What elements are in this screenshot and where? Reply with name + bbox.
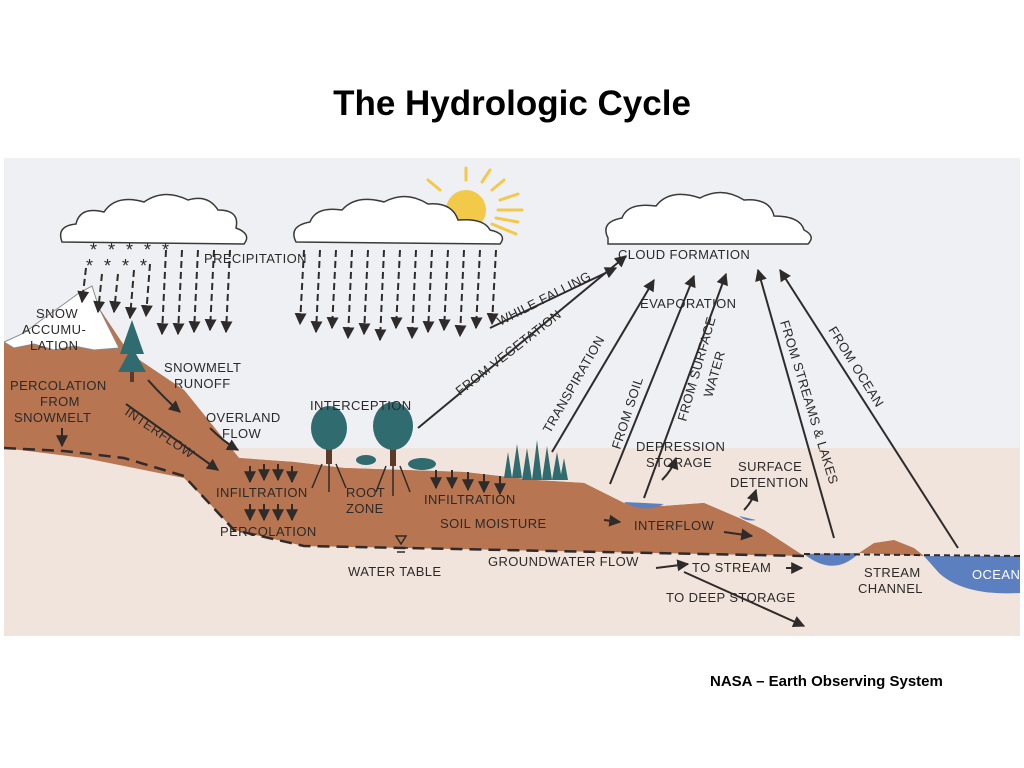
percolation-from-snowmelt-label: FROM bbox=[40, 394, 80, 409]
accumulation-label: LATION bbox=[30, 338, 78, 353]
svg-text:*: * bbox=[126, 240, 133, 260]
svg-text:*: * bbox=[144, 240, 151, 260]
cloud-formation-label: CLOUD FORMATION bbox=[618, 247, 750, 262]
hydrologic-cycle-diagram: * * * * * * * * * bbox=[4, 158, 1020, 636]
ocean-label: OCEAN bbox=[972, 567, 1020, 582]
ocean-water bbox=[924, 556, 1020, 594]
accumulation-label: ACCUMU- bbox=[22, 322, 86, 337]
detention-water bbox=[739, 516, 756, 521]
cloud-icon bbox=[293, 195, 504, 245]
groundwater-flow-label: GROUNDWATER FLOW bbox=[488, 554, 639, 569]
snow-label: SNOW bbox=[36, 306, 78, 321]
snow-cap bbox=[4, 285, 120, 351]
percolation-from-snowmelt-label: PERCOLATION bbox=[10, 378, 107, 393]
depression-storage-label: STORAGE bbox=[646, 455, 712, 470]
interception-label: INTERCEPTION bbox=[310, 398, 412, 413]
overland-flow-label: FLOW bbox=[222, 426, 261, 441]
svg-text:*: * bbox=[140, 256, 147, 276]
svg-text:*: * bbox=[122, 256, 129, 276]
water-table-label: WATER TABLE bbox=[348, 564, 442, 579]
surface-detention-label: DETENTION bbox=[730, 475, 809, 490]
percolation-label: PERCOLATION bbox=[220, 524, 317, 539]
surface-detention-label: SURFACE bbox=[738, 459, 802, 474]
deciduous-tree-icon bbox=[311, 406, 347, 492]
water-table-line bbox=[4, 446, 805, 558]
shrubs-icon bbox=[356, 455, 436, 470]
svg-text:*: * bbox=[86, 256, 93, 276]
cloud-icon bbox=[605, 191, 812, 245]
crop-icon bbox=[504, 440, 568, 480]
flow-arrows bbox=[56, 255, 959, 628]
snowmelt-runoff-label: RUNOFF bbox=[174, 376, 231, 391]
interflow-label: INTERFLOW bbox=[634, 518, 714, 533]
water-table-icon bbox=[394, 535, 408, 553]
stream-channel-water bbox=[804, 553, 859, 566]
root-zone-label: ZONE bbox=[346, 501, 384, 516]
stream-channel-label: CHANNEL bbox=[858, 581, 923, 596]
snowmelt-runoff-label: SNOWMELT bbox=[164, 360, 241, 375]
soil-moisture-label: SOIL MOISTURE bbox=[440, 516, 547, 531]
depression-storage-label: DEPRESSION bbox=[636, 439, 725, 454]
depression-water bbox=[624, 502, 664, 509]
deciduous-tree-icon bbox=[373, 402, 413, 496]
to-deep-storage-label: TO DEEP STORAGE bbox=[666, 590, 796, 605]
svg-text:*: * bbox=[104, 256, 111, 276]
rain-lines bbox=[77, 249, 233, 336]
to-stream-label: TO STREAM bbox=[692, 560, 771, 575]
infiltration-label: INFILTRATION bbox=[424, 492, 516, 507]
stream-channel-label: STREAM bbox=[864, 565, 921, 580]
precipitation-label: PRECIPITATION bbox=[204, 251, 307, 266]
stream-bank bbox=[859, 540, 924, 556]
source-credit: NASA – Earth Observing System bbox=[710, 673, 943, 690]
overland-flow-label: OVERLAND bbox=[206, 410, 281, 425]
cloud-icon bbox=[59, 193, 248, 245]
root-zone-label: ROOT bbox=[346, 485, 385, 500]
infiltration-label: INFILTRATION bbox=[216, 485, 308, 500]
soil-body bbox=[4, 308, 804, 556]
percolation-from-snowmelt-label: SNOWMELT bbox=[14, 410, 91, 425]
rain-lines bbox=[294, 249, 499, 342]
svg-text:*: * bbox=[90, 240, 97, 260]
page-title: The Hydrologic Cycle bbox=[333, 84, 691, 123]
shore-line bbox=[803, 553, 1020, 557]
evaporation-label: EVAPORATION bbox=[640, 296, 736, 311]
conifer-tree-icon bbox=[118, 320, 146, 382]
svg-text:*: * bbox=[108, 240, 115, 260]
